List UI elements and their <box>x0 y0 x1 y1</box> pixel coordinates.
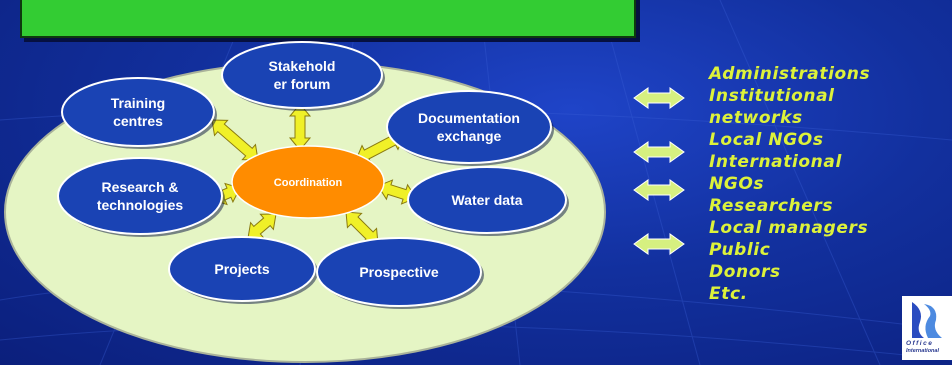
actor-item: Local managers <box>709 218 869 238</box>
node-label-projects: Projects <box>214 261 269 277</box>
node-label-waterdata: Water data <box>451 192 522 208</box>
node-label-prospective: Prospective <box>359 264 439 280</box>
actor-item: Etc. <box>709 284 748 304</box>
side-arrow-4 <box>633 233 685 255</box>
node-research: Research & technologies <box>57 157 225 237</box>
office-international-logo <box>902 296 952 360</box>
node-waterdata: Water data <box>407 166 569 236</box>
title-banner <box>20 0 636 38</box>
node-documentation: Documentation exchange <box>386 90 554 166</box>
node-projects: Projects <box>168 236 318 304</box>
logo-text-office: Office <box>906 340 934 347</box>
actor-item: Public <box>709 240 771 260</box>
node-label-documentation: Documentation <box>418 110 520 126</box>
node-label-stakeholder: er forum <box>274 76 331 92</box>
node-label-research: technologies <box>97 197 184 213</box>
node-label-documentation: exchange <box>437 128 502 144</box>
actor-item: Administrations <box>709 64 871 84</box>
node-label-training: centres <box>113 113 163 129</box>
center-label: Coordination <box>274 177 343 189</box>
side-arrow-3 <box>633 179 685 201</box>
node-stakeholder: Stakehold er forum <box>221 41 385 111</box>
actor-item: Local NGOs <box>709 130 824 150</box>
side-arrow-1 <box>633 87 685 109</box>
node-label-research: Research & <box>101 179 178 195</box>
node-label-stakeholder: Stakehold <box>269 58 336 74</box>
node-prospective: Prospective <box>316 237 484 309</box>
logo-text-international: International <box>906 348 940 354</box>
node-training: Training centres <box>61 77 217 149</box>
side-arrow-2 <box>633 141 685 163</box>
center-node: Coordination <box>231 145 385 219</box>
actor-item: Donors <box>709 262 781 282</box>
node-label-training: Training <box>111 95 165 111</box>
actor-item: International NGOs <box>709 152 842 194</box>
actor-item: Institutional networks <box>709 86 835 128</box>
actor-item: Researchers <box>709 196 834 216</box>
